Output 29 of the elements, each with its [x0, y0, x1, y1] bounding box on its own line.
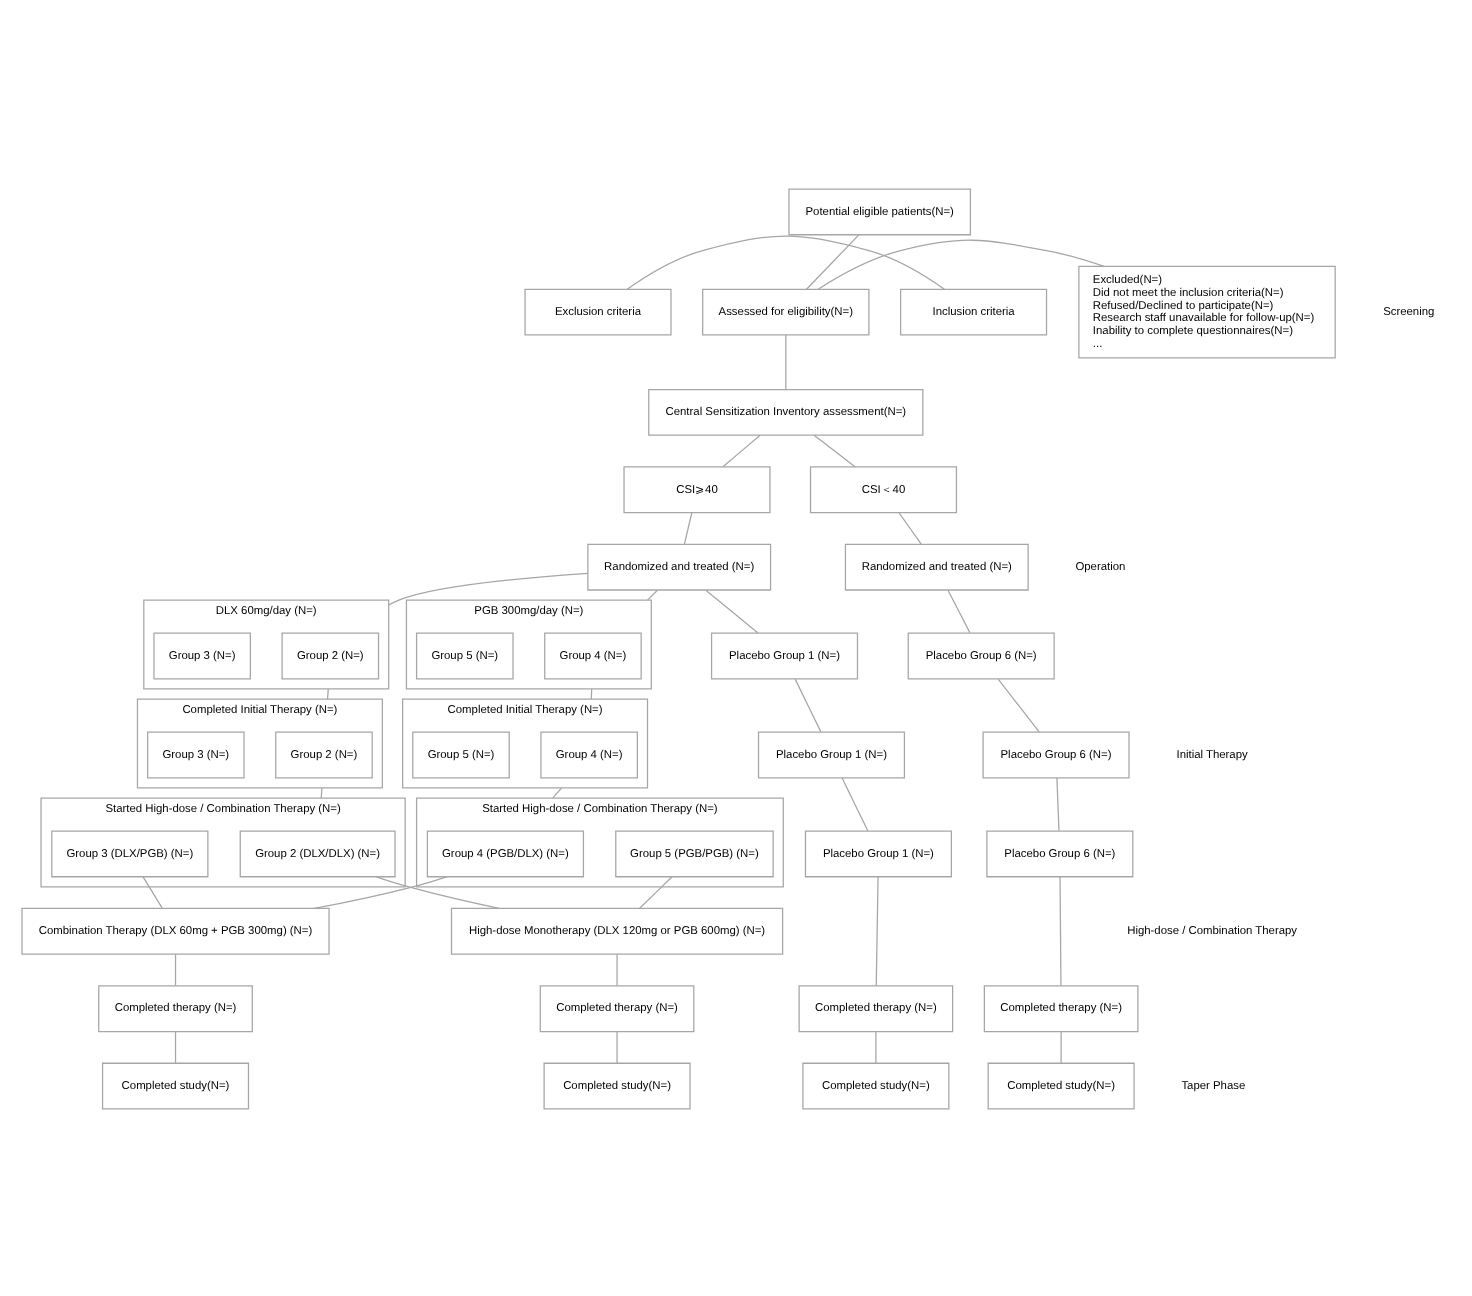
connector: [174, 952, 177, 986]
connector: [626, 234, 945, 289]
connector: [683, 511, 693, 544]
connector: [705, 588, 759, 633]
connector: [722, 433, 761, 467]
connector: [174, 1030, 177, 1063]
connector: [805, 233, 860, 289]
connector: [997, 677, 1040, 732]
connector: [552, 786, 563, 798]
connector: [142, 875, 163, 908]
connector: [785, 333, 787, 390]
connector: [841, 776, 869, 831]
connector: [326, 687, 329, 699]
connector: [875, 1030, 877, 1063]
connector: [313, 875, 448, 909]
connector: [794, 677, 822, 732]
connector: [947, 588, 971, 633]
connector: [616, 952, 618, 986]
connector: [817, 238, 1105, 289]
connector: [1059, 875, 1062, 986]
connector: [616, 1030, 618, 1063]
connector: [1060, 1030, 1062, 1063]
connector: [639, 875, 673, 908]
connector: [388, 571, 589, 605]
connector: [1056, 776, 1060, 831]
connector: [898, 511, 922, 544]
connector: [875, 875, 879, 986]
connector: [646, 588, 659, 600]
connector: [813, 433, 856, 467]
